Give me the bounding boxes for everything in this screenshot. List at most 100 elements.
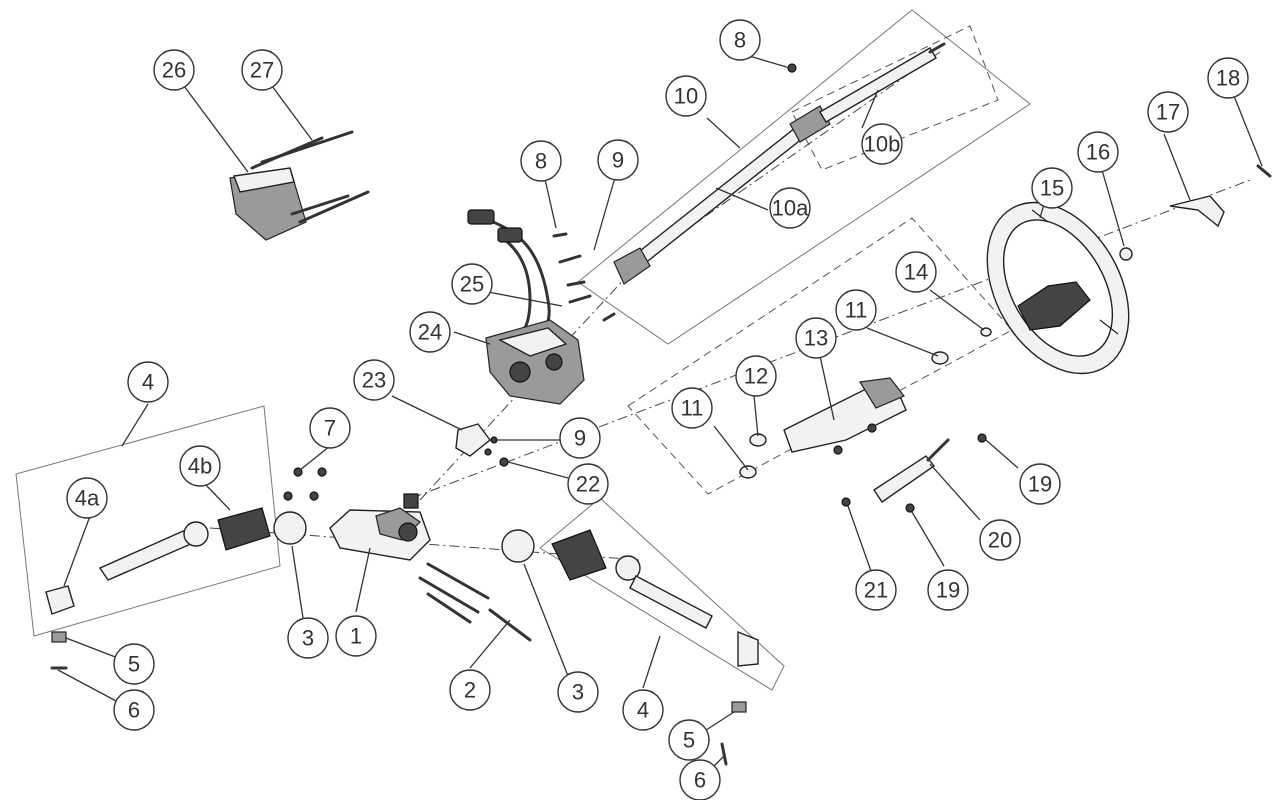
tie-rod-right-group-box (539, 497, 785, 691)
callout-circle (1207, 57, 1249, 99)
callout-circle (520, 140, 562, 182)
tilt-gas-strut (841, 433, 987, 513)
callout-label: 8 (535, 149, 547, 174)
steering-wheel (986, 201, 1130, 375)
steering-column (739, 327, 992, 479)
callout-26: 26 (153, 49, 195, 91)
callout-bubbles: 1233444a4b5566788991010a10b1111121314151… (66, 19, 1249, 800)
callout-label: 26 (162, 58, 186, 83)
callout-label: 5 (128, 652, 140, 677)
callout-11: 11 (671, 387, 713, 429)
callout-23: 23 (353, 359, 395, 401)
callout-16: 16 (1077, 131, 1119, 173)
callout-circle (1077, 131, 1119, 173)
callout-circle (855, 569, 897, 611)
callout-circle (559, 417, 601, 459)
callout-circle (1147, 91, 1189, 133)
callout-circle (451, 263, 493, 305)
callout-3: 3 (287, 617, 329, 659)
callout-circle (557, 671, 599, 713)
callout-label: 10a (772, 196, 809, 221)
callout-15: 15 (1031, 167, 1073, 209)
callout-5: 5 (668, 719, 710, 761)
callout-label: 11 (845, 298, 868, 323)
callout-12: 12 (735, 355, 777, 397)
callout-label: 13 (804, 326, 828, 351)
callout-label: 6 (694, 768, 706, 793)
callout-circle (1019, 463, 1061, 505)
callout-4a: 4a (66, 477, 108, 519)
callout-11: 11 (835, 289, 877, 331)
callout-circle (113, 689, 155, 731)
callout-circle (979, 519, 1021, 561)
callout-9: 9 (559, 417, 601, 459)
callout-label: 4b (188, 454, 212, 479)
callout-circle (1031, 167, 1073, 209)
callout-label: 4a (75, 486, 100, 511)
callout-18: 18 (1207, 57, 1249, 99)
callout-label: 17 (1156, 100, 1180, 125)
callout-label: 14 (904, 260, 928, 285)
upper-shaft-group-box (791, 25, 999, 171)
callout-4b: 4b (179, 445, 221, 487)
callout-27: 27 (241, 49, 283, 91)
callout-8: 8 (520, 140, 562, 182)
callout-label: 5 (683, 728, 695, 753)
callout-6: 6 (113, 689, 155, 731)
callout-label: 11 (681, 396, 704, 421)
callout-label: 7 (324, 416, 336, 441)
callout-circle (66, 477, 108, 519)
callout-7: 7 (309, 407, 351, 449)
callout-circle (335, 615, 377, 657)
callout-4: 4 (622, 689, 664, 731)
callout-circle (567, 463, 609, 505)
callout-label: 12 (744, 364, 768, 389)
callout-circle (309, 407, 351, 449)
callout-5: 5 (113, 643, 155, 685)
callout-circle (719, 19, 761, 61)
callout-13: 13 (795, 317, 837, 359)
callout-circle (665, 75, 707, 117)
callout-label: 1 (350, 624, 362, 649)
callout-circle (671, 387, 713, 429)
boot-clamp-right (501, 529, 535, 563)
callout-label: 4 (142, 370, 154, 395)
callout-14: 14 (895, 251, 937, 293)
callout-24: 24 (409, 311, 451, 353)
callout-25: 25 (451, 263, 493, 305)
tie-rod-right (551, 529, 759, 766)
callout-circle (353, 359, 395, 401)
steering-column-group-box (627, 217, 1013, 495)
callout-circle (113, 643, 155, 685)
callout-circle (153, 49, 195, 91)
boot-clamp-left (273, 511, 307, 545)
wheel-nut (1119, 247, 1133, 261)
callout-circle (861, 123, 903, 165)
callout-4: 4 (127, 361, 169, 403)
callout-label: 4 (637, 698, 649, 723)
callout-label: 21 (864, 578, 888, 603)
callout-9: 9 (597, 139, 639, 181)
callout-label: 16 (1086, 140, 1110, 165)
tie-rod-left (45, 507, 271, 670)
callout-circle (795, 317, 837, 359)
callout-circle (927, 569, 969, 611)
callout-8: 8 (719, 19, 761, 61)
callout-19: 19 (927, 569, 969, 611)
callout-label: 9 (612, 148, 624, 173)
leader-lines (57, 52, 1263, 773)
callout-6: 6 (679, 759, 721, 800)
callout-circle (449, 669, 491, 711)
tie-rod-left-group-box (15, 405, 281, 637)
callout-circle (679, 759, 721, 800)
callout-22: 22 (567, 463, 609, 505)
callout-circle (597, 139, 639, 181)
callout-label: 10 (674, 84, 698, 109)
callout-circle (127, 361, 169, 403)
callout-10a: 10a (769, 187, 811, 229)
callout-label: 9 (574, 426, 586, 451)
callout-circle (668, 719, 710, 761)
cap-screw (1256, 164, 1272, 178)
callout-label: 24 (418, 320, 442, 345)
callout-10: 10 (665, 75, 707, 117)
